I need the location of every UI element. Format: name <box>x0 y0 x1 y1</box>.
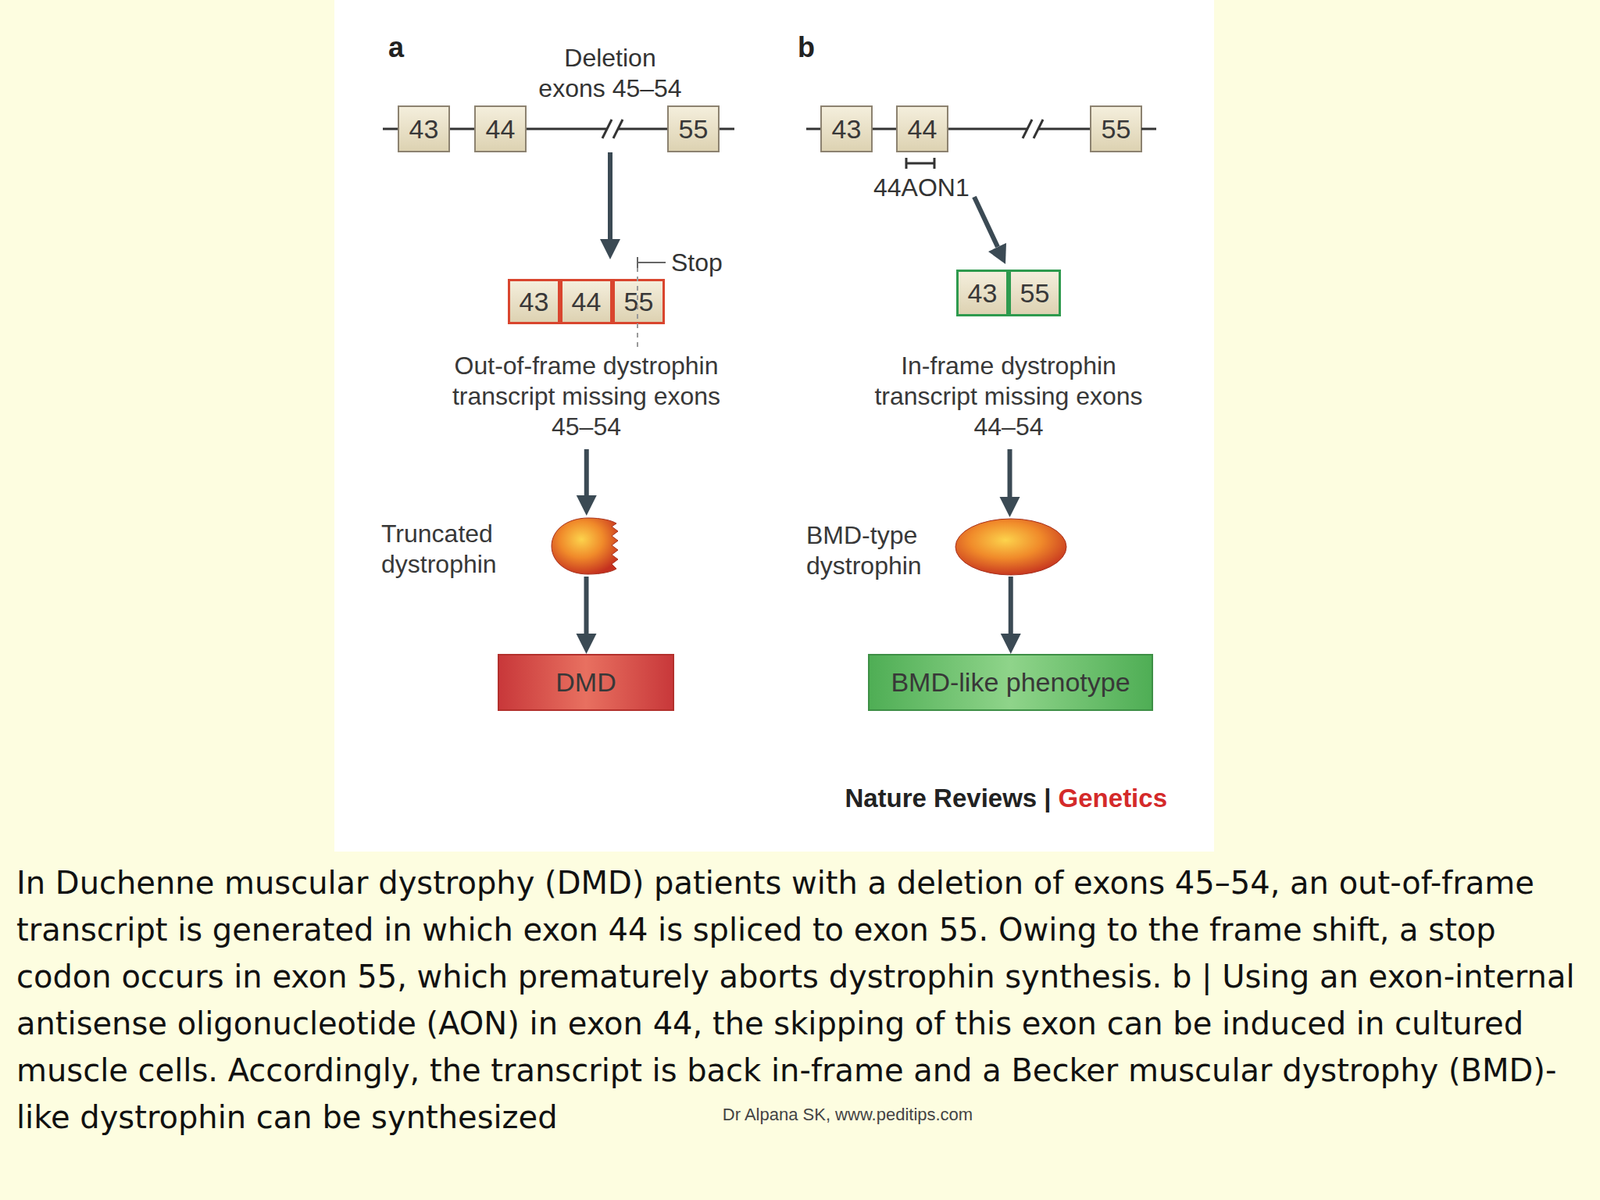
transcript-exon: 44 <box>560 278 613 325</box>
connector-arrow <box>576 449 597 516</box>
journal-section: Genetics <box>1058 783 1168 814</box>
panel-letter: a <box>388 31 404 65</box>
transcript-exon: 43 <box>956 269 1009 317</box>
gene-backbone <box>526 128 668 130</box>
protein-shape <box>953 517 1068 577</box>
box-text: 43 <box>967 278 998 309</box>
gene-stub <box>719 128 735 131</box>
break-mark <box>613 119 623 139</box>
connector-line <box>450 128 475 131</box>
exon-box: 44 <box>474 105 527 153</box>
truncated-protein: Truncated dystrophin <box>549 515 625 577</box>
arrow-head <box>600 239 621 260</box>
transcript-exon: 55 <box>612 278 665 325</box>
outcome-box: BMD-like phenotype <box>867 653 1154 711</box>
transcript-exon: 55 <box>1008 269 1061 317</box>
panel-letter: b <box>797 31 815 65</box>
connector-line <box>584 449 590 497</box>
arrow-head <box>576 633 597 654</box>
break-gap <box>607 117 618 141</box>
exon-box: 55 <box>1089 105 1143 153</box>
gene-backbone <box>872 128 897 130</box>
gene-stub <box>382 128 398 131</box>
watermark: Dr Alpana SK, www.peditips.com <box>648 1104 1047 1125</box>
transcript: In-frame dystrophin transcript missing e… <box>956 269 1061 450</box>
break-mark <box>1033 119 1043 139</box>
connector-line <box>1007 449 1013 499</box>
aon-arrow <box>974 196 998 247</box>
connector-arrow <box>1000 576 1022 654</box>
box-text: 44 <box>485 114 516 145</box>
ellipse-outline <box>955 518 1067 575</box>
box-text: 43 <box>832 114 862 145</box>
truncated-outline <box>551 517 618 575</box>
box-text: 55 <box>1020 278 1050 309</box>
box-text: 55 <box>624 286 654 318</box>
figure-panel <box>334 0 1215 852</box>
box-text: BMD-like phenotype <box>890 667 1130 698</box>
protein-ellipse: BMD-type dystrophin <box>953 517 1068 577</box>
connector-arrow <box>1000 449 1021 518</box>
box-text: 55 <box>1101 114 1132 145</box>
box-text: 43 <box>409 114 440 145</box>
aon-bar <box>906 162 935 165</box>
transcript-exon: 43 <box>507 278 561 325</box>
arrow-head <box>576 495 597 516</box>
figure-caption: In Duchenne muscular dystrophy (DMD) pat… <box>16 859 1589 1141</box>
connector-line <box>584 576 590 636</box>
gene-backbone <box>450 128 475 130</box>
deletion-arrow <box>607 152 613 241</box>
arrow-head <box>1000 496 1021 518</box>
connector-line <box>872 128 897 131</box>
protein-label: BMD-type dystrophin <box>806 520 943 582</box>
box-text: DMD <box>555 667 616 698</box>
stop-label: Stop <box>671 248 723 278</box>
break-mark <box>602 119 612 139</box>
exon-box: 44 <box>896 105 949 153</box>
exon-box: 43 <box>397 105 450 153</box>
box-text: 43 <box>519 286 550 318</box>
connector-arrow <box>576 576 597 654</box>
gene-stub <box>806 128 821 131</box>
arrow-head <box>988 242 1007 265</box>
connector-line <box>526 128 668 131</box>
gene-backbone <box>948 128 1090 130</box>
stop-leader <box>637 261 666 264</box>
box-text: 44 <box>571 286 602 318</box>
gene-stub <box>1141 128 1157 131</box>
journal-credit: Nature Reviews |Genetics <box>844 783 1168 814</box>
aon-bar-end <box>905 157 908 169</box>
protein-label: Truncated dystrophin <box>381 518 518 580</box>
break-gap <box>1027 117 1039 141</box>
exon-box: 55 <box>667 105 720 153</box>
deletion-label: Deletion exons 45–54 <box>528 42 693 104</box>
protein-shape <box>549 515 625 577</box>
exon-box: 43 <box>820 105 873 153</box>
arrow-head <box>1000 633 1022 654</box>
transcript: Out-of-frame dystrophin transcript missi… <box>507 278 665 450</box>
journal-name: Nature Reviews | <box>844 783 1051 814</box>
break-mark <box>1022 119 1033 139</box>
outcome-box: DMD <box>497 653 675 711</box>
box-text: 55 <box>678 114 709 145</box>
box-text: 44 <box>907 114 938 145</box>
connector-line <box>1008 576 1014 636</box>
aon-label: 44AON1 <box>873 173 961 203</box>
connector-line <box>948 128 1090 131</box>
transcript-label: In-frame dystrophin transcript missing e… <box>871 350 1146 443</box>
transcript-label: Out-of-frame dystrophin transcript missi… <box>450 350 724 443</box>
aon-bar-end <box>933 157 936 169</box>
stop-tick <box>636 257 639 268</box>
